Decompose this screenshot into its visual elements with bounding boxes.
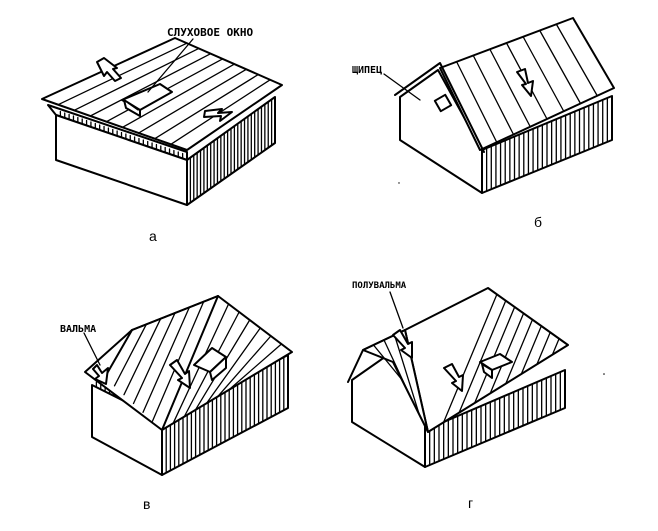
down-slope-arrow-icon [516,68,534,97]
panel-caption-a: а [149,228,157,244]
panel-caption-b: б [534,214,542,230]
panel-g-drawing [347,287,569,468]
down-slope-arrow-icon [169,359,191,389]
callout-label-v: ВАЛЬМА [60,324,96,335]
panel-caption-g: г [468,495,473,511]
down-slope-arrow-icon [96,57,122,82]
panel-a-drawing [41,37,283,206]
panel-v-drawing [83,295,293,476]
dormer-window-icon [193,347,227,381]
callout-label-a: СЛУХОВОЕ ОКНО [167,26,253,39]
down-slope-arrow-icon [92,364,109,385]
down-slope-arrow-icon [392,329,413,359]
dormer-window-icon [479,353,513,379]
down-slope-arrow-icon [203,108,233,122]
callout-label-g: ПОЛУВАЛЬМА [352,281,407,291]
panel-caption-v: в [143,496,150,512]
callout-label-b: ЩИПЕЦ [352,65,382,76]
panel-b-drawing [383,17,615,194]
dormer-window-icon [121,83,173,117]
down-slope-arrow-icon [443,363,464,392]
